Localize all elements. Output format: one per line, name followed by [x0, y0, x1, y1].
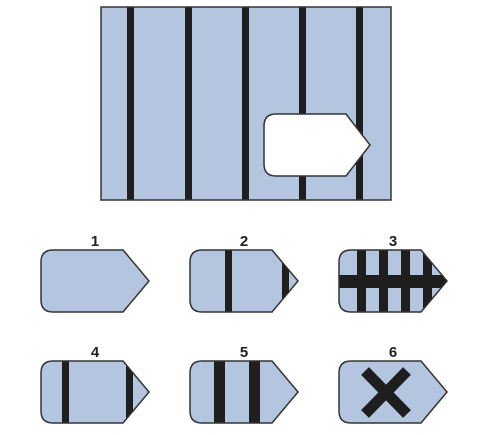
option-tag-outline: [338, 360, 448, 424]
option-stripe: [214, 361, 225, 423]
option-stripe: [126, 361, 133, 423]
main-stripe: [299, 7, 306, 200]
main-stripe: [185, 7, 192, 200]
option-tag-outline: [189, 360, 299, 424]
option-5[interactable]: 5: [189, 344, 299, 424]
option-tag-outline: [189, 249, 299, 313]
option-stripe: [357, 250, 366, 312]
option-6[interactable]: 6: [338, 344, 448, 424]
option-label: 6: [389, 344, 397, 361]
option-tag-shape: [190, 361, 298, 423]
option-label: 2: [240, 233, 248, 250]
option-tag-outline: [40, 249, 150, 313]
option-stripe: [225, 250, 232, 312]
option-stripe: [249, 361, 260, 423]
option-tag-shape: [190, 250, 298, 312]
main-pattern-border: [100, 6, 392, 201]
main-stripe: [127, 7, 134, 200]
option-tag-shape: [41, 250, 149, 312]
option-tag-outline: [338, 249, 448, 313]
main-stripe: [242, 7, 249, 200]
missing-piece-hole: [263, 113, 371, 177]
option-stripe: [379, 250, 388, 312]
main-pattern: [100, 6, 392, 201]
option-tag-outline: [40, 360, 150, 424]
option-label: 4: [91, 344, 100, 361]
option-3[interactable]: 3: [338, 233, 448, 313]
option-stripe: [282, 250, 289, 312]
option-stripe: [62, 361, 69, 423]
option-cross-stroke: [361, 367, 411, 418]
option-label: 3: [389, 233, 397, 250]
option-label: 5: [240, 344, 248, 361]
option-1[interactable]: 1: [40, 233, 150, 313]
option-2[interactable]: 2: [189, 233, 299, 313]
main-stripe: [356, 7, 363, 200]
option-4[interactable]: 4: [40, 344, 150, 424]
option-stripe: [423, 250, 432, 312]
option-label: 1: [91, 233, 99, 250]
option-stripe: [401, 250, 410, 312]
